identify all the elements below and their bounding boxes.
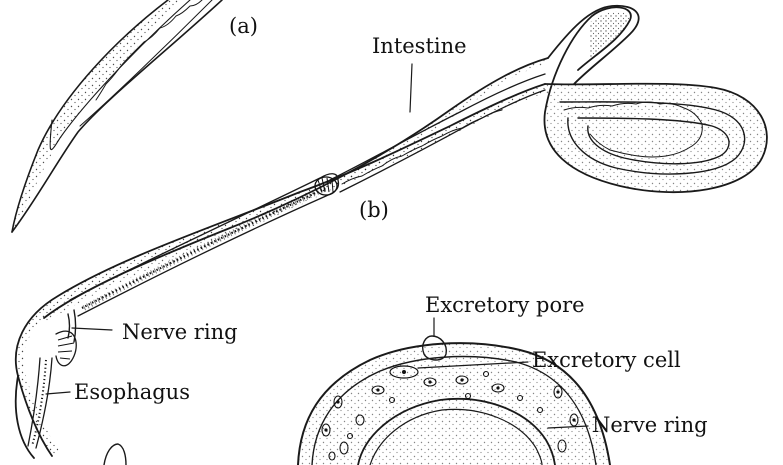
cross-section bbox=[298, 318, 610, 465]
panel-b-label: (b) bbox=[359, 200, 389, 221]
nerve-ring-label: Nerve ring bbox=[122, 322, 238, 343]
intestine-leader bbox=[410, 64, 412, 112]
tail-coil bbox=[544, 6, 766, 192]
nerve-ring-section-label: Nerve ring bbox=[592, 415, 708, 436]
panel-a-worm-tail bbox=[12, 0, 222, 232]
esophagus-leader bbox=[46, 392, 70, 394]
partial-outline bbox=[104, 444, 126, 465]
excretory-cell-label: Excretory cell bbox=[532, 350, 681, 371]
panel-a-label: (a) bbox=[229, 16, 258, 37]
esophagus-label: Esophagus bbox=[74, 382, 190, 403]
intestine-label: Intestine bbox=[372, 36, 467, 57]
excretory-pore-label: Excretory pore bbox=[425, 295, 585, 316]
anterior-bulb bbox=[28, 331, 76, 448]
nerve-ring-marker bbox=[68, 310, 112, 342]
